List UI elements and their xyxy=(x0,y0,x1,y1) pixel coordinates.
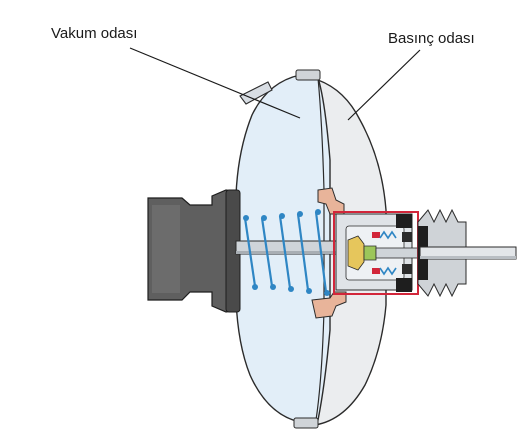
push-rod-shadow xyxy=(236,251,346,254)
diaphragm-plate-lower xyxy=(311,291,347,319)
seal-red-upper xyxy=(372,232,380,238)
reaction-disc xyxy=(347,235,365,271)
pressure-chamber-label: Basınç odası xyxy=(388,30,475,47)
seal-dark-upper xyxy=(396,214,412,228)
return-spring xyxy=(243,211,328,293)
vacuum-chamber-label: Vakum odası xyxy=(51,25,138,42)
bottom-clip xyxy=(293,417,319,429)
seal-dark-mid-lower xyxy=(402,264,412,274)
housing-inner-block xyxy=(152,205,180,293)
vacuum-leader-line xyxy=(129,47,301,119)
valve-spring xyxy=(379,230,397,276)
input-rod-valve xyxy=(375,247,425,259)
plunger-green xyxy=(363,245,377,261)
seal-dark-lower xyxy=(396,278,412,292)
top-clip xyxy=(295,69,321,81)
input-rod-shadow xyxy=(420,256,516,259)
spring-coil-dots xyxy=(243,209,330,296)
mounting-bracket xyxy=(239,81,273,105)
seal-dark-mid-upper xyxy=(402,232,412,242)
pressure-leader-line xyxy=(347,49,421,121)
seal-red-lower xyxy=(372,268,380,274)
